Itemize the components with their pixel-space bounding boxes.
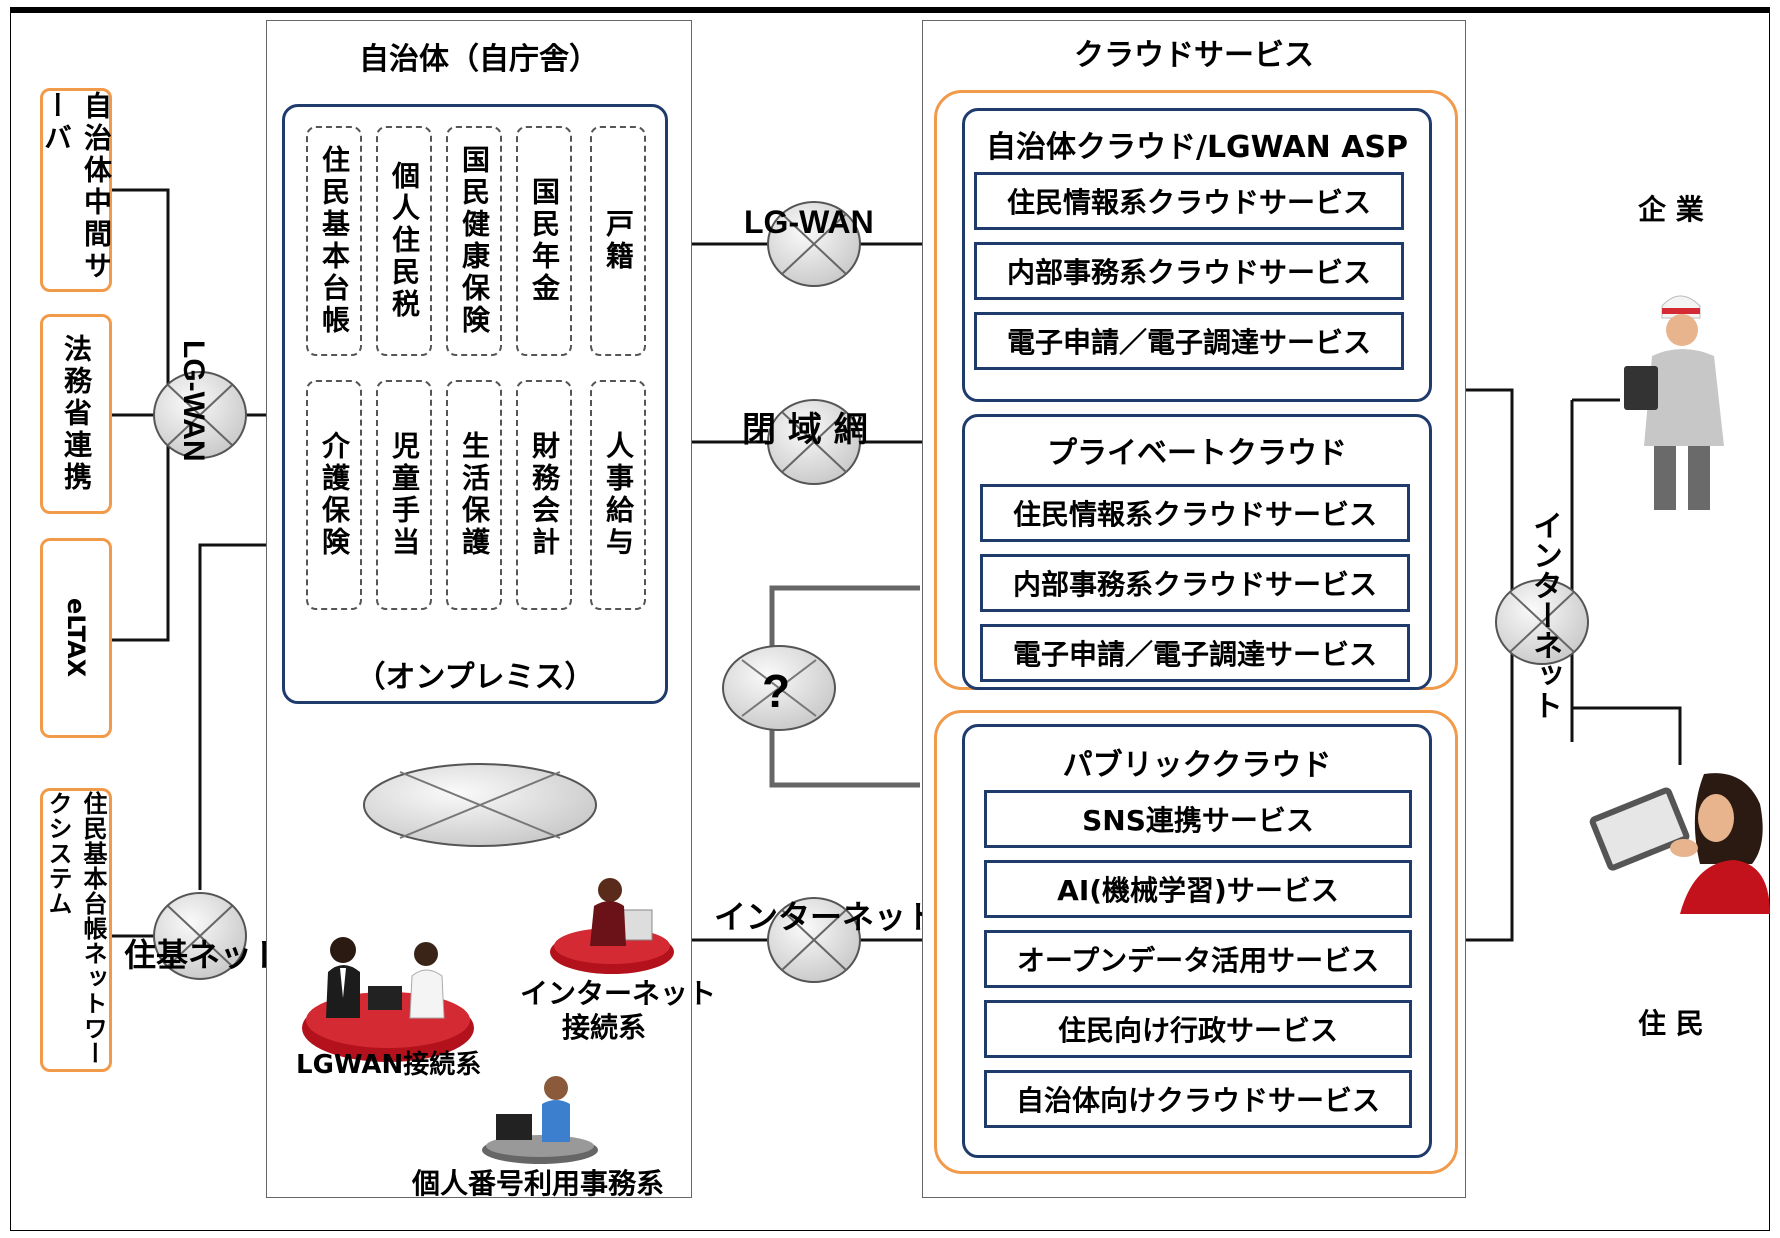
left-item-label: 自治体中間サーバ — [40, 91, 113, 283]
system-box: 戸籍 — [590, 126, 646, 356]
user-label-resident: 住 民 — [1638, 1007, 1704, 1040]
left-item-eltax: eLTAX — [40, 538, 112, 738]
service-box: SNS連携サービス — [984, 790, 1412, 848]
system-box: 児童手当 — [376, 380, 432, 610]
left-item-label: eLTAX — [62, 598, 90, 678]
lgwan-segment-label: LGWAN接続系 — [296, 1050, 482, 1080]
municipality-title: 自治体（自庁舎） — [359, 42, 599, 77]
system-box: 財務会計 — [516, 380, 572, 610]
municipal-cloud-title: 自治体クラウド/LGWAN ASP — [985, 130, 1409, 165]
internet-segment-label-line2: 接続系 — [562, 1011, 647, 1044]
private-cloud-title: プライベートクラウド — [1047, 436, 1347, 471]
network-node-closed — [767, 399, 861, 485]
network-label-lgwan-left: LG-WAN — [177, 340, 210, 462]
system-box: 住民基本台帳 — [306, 126, 362, 356]
service-box: オープンデータ活用サービス — [984, 930, 1412, 988]
service-box: 内部事務系クラウドサービス — [974, 242, 1404, 300]
system-box: 人事給与 — [590, 380, 646, 610]
system-label: 財務会計 — [528, 431, 561, 559]
network-node-internet-right — [1495, 579, 1589, 665]
company-worker-illustration — [1624, 295, 1724, 510]
system-label: 個人住民税 — [388, 161, 421, 321]
left-item-moj: 法務省連携 — [40, 314, 112, 514]
network-node-internet-center — [767, 897, 861, 983]
service-box: AI(機械学習)サービス — [984, 860, 1412, 918]
internet-segment-illustration — [550, 878, 674, 974]
onpremise-label: （オンプレミス） — [355, 660, 595, 695]
network-label-closed: 閉 域 網 — [742, 410, 868, 450]
system-label: 国民年金 — [528, 177, 561, 305]
mynumber-segment-label: 個人番号利用事務系 — [412, 1167, 665, 1200]
left-item-juki-system: 住民基本台帳ネットワークシステム — [40, 788, 112, 1072]
system-label: 生活保護 — [458, 431, 491, 559]
left-item-label: 住民基本台帳ネットワークシステム — [44, 791, 107, 1066]
left-item-label: 法務省連携 — [60, 334, 93, 494]
service-box: 内部事務系クラウドサービス — [980, 554, 1410, 612]
lgwan-segment-illustration — [302, 937, 474, 1062]
network-node-juki — [153, 892, 247, 980]
network-node-unknown — [722, 645, 836, 731]
system-label: 人事給与 — [602, 431, 635, 559]
user-label-company: 企 業 — [1638, 193, 1704, 226]
service-box: 自治体向けクラウドサービス — [984, 1070, 1412, 1128]
system-label: 介護保険 — [318, 431, 351, 559]
service-box: 電子申請／電子調達サービス — [974, 312, 1404, 370]
system-box: 国民年金 — [516, 126, 572, 356]
resident-illustration — [1589, 773, 1770, 914]
cloud-title: クラウドサービス — [1074, 38, 1314, 73]
system-label: 児童手当 — [388, 431, 421, 559]
left-item-intermediate-server: 自治体中間サーバ — [40, 88, 113, 292]
service-box: 住民情報系クラウドサービス — [974, 172, 1404, 230]
internal-network-ellipse — [363, 763, 597, 847]
network-label-unknown: ? — [762, 665, 791, 717]
service-box: 住民向け行政サービス — [984, 1000, 1412, 1058]
network-label-lgwan-top: LG-WAN — [744, 204, 874, 240]
system-label: 国民健康保険 — [458, 145, 491, 337]
mynumber-segment-illustration — [482, 1076, 598, 1164]
system-box: 国民健康保険 — [446, 126, 502, 356]
network-node-lgwan-top — [767, 201, 861, 287]
public-cloud-title: パブリッククラウド — [1062, 748, 1332, 783]
diagram-frame — [10, 7, 1770, 1231]
network-label-internet-center: インターネット — [714, 898, 939, 936]
internet-segment-label-line1: インターネット — [520, 977, 717, 1010]
system-box: 生活保護 — [446, 380, 502, 610]
system-box: 介護保険 — [306, 380, 362, 610]
system-box: 個人住民税 — [376, 126, 432, 356]
system-label: 住民基本台帳 — [318, 145, 351, 337]
service-box: 電子申請／電子調達サービス — [980, 624, 1410, 682]
network-label-internet-right: インターネット — [1527, 510, 1562, 720]
network-node-lgwan-left — [153, 371, 247, 459]
network-label-juki-net: 住基ネット — [124, 936, 285, 974]
service-box: 住民情報系クラウドサービス — [980, 484, 1410, 542]
system-label: 戸籍 — [602, 209, 635, 273]
